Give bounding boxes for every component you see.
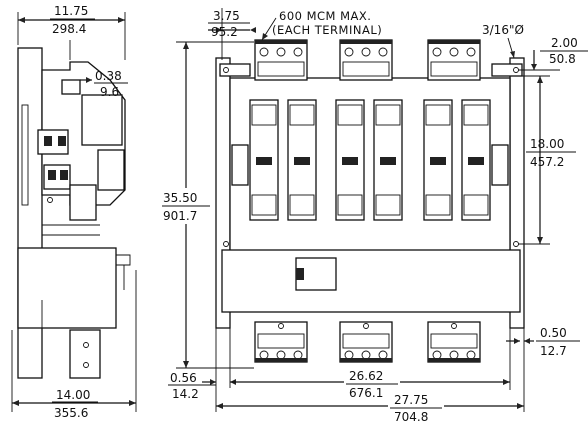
side-right-dim-mm: 9.6 bbox=[100, 85, 119, 99]
side-top-dim-in: 11.75 bbox=[54, 4, 88, 18]
edge-right-dim-in: 0.50 bbox=[540, 326, 567, 340]
height-dim-in: 35.50 bbox=[163, 191, 197, 205]
front-view: 3.75 95.2 600 MCM MAX. (EACH TERMINAL) 3… bbox=[160, 8, 588, 426]
height-dim-mm: 901.7 bbox=[163, 209, 197, 223]
mount-dim-mm: 457.2 bbox=[530, 155, 564, 169]
bolt-dim-mm: 50.8 bbox=[549, 52, 576, 66]
side-bottom-dim-in: 14.00 bbox=[56, 388, 90, 402]
front-top-dim-mm: 95.2 bbox=[211, 25, 238, 39]
hole-note: 3/16"Ø bbox=[482, 23, 524, 37]
inner-width-dim-mm: 676.1 bbox=[349, 386, 383, 400]
terminal-note-line1: 600 MCM MAX. bbox=[279, 9, 371, 23]
bottom-terminals bbox=[254, 321, 481, 363]
overall-width-dim-mm: 704.8 bbox=[394, 410, 428, 424]
edge-left-dim-in: 0.56 bbox=[170, 371, 197, 385]
inner-width-dim-in: 26.62 bbox=[349, 369, 383, 383]
overall-width-dim-in: 27.75 bbox=[394, 393, 428, 407]
top-terminals bbox=[254, 39, 481, 81]
bolt-dim-in: 2.00 bbox=[551, 36, 578, 50]
mount-dim-in: 18.00 bbox=[530, 137, 564, 151]
terminal-note-line2: (EACH TERMINAL) bbox=[272, 23, 382, 37]
side-view: 11.75 298.4 0.38 9.6 14.00 355.6 bbox=[11, 4, 137, 420]
side-bottom-dim-mm: 355.6 bbox=[54, 406, 88, 420]
side-top-dim-mm: 298.4 bbox=[52, 22, 86, 36]
pole-modules bbox=[231, 99, 509, 221]
side-right-dim-in: 0.38 bbox=[95, 69, 122, 83]
front-top-dim-in: 3.75 bbox=[213, 9, 240, 23]
edge-left-dim-mm: 14.2 bbox=[172, 387, 199, 401]
edge-right-dim-mm: 12.7 bbox=[540, 344, 567, 358]
